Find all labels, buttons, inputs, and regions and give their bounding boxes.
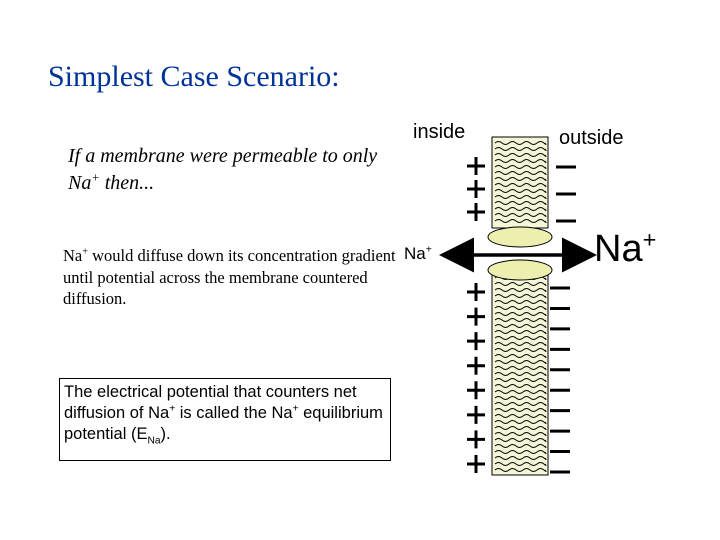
channel-ion-label: Na+ [404,244,432,264]
positive-charge [467,203,485,221]
positive-charge [467,406,485,424]
outside-ion-base: Na [594,228,643,270]
positive-charge [467,157,485,175]
outside-ion-sup: + [643,226,657,252]
outside-label: outside [559,127,624,150]
channel-ion-sup: + [426,243,432,255]
positive-charge [467,357,485,375]
positive-charge [467,381,485,399]
positive-charge [467,332,485,350]
positive-charge [467,180,485,198]
channel-ion-base: Na [404,244,426,263]
inside-label: inside [413,121,465,144]
channel-cap-upper [488,227,552,247]
outside-ion-label: Na+ [594,228,656,271]
channel-cap-lower [488,260,552,280]
positive-charge [467,283,485,301]
positive-charge [467,455,485,473]
positive-charge [467,308,485,326]
positive-charge [467,430,485,448]
